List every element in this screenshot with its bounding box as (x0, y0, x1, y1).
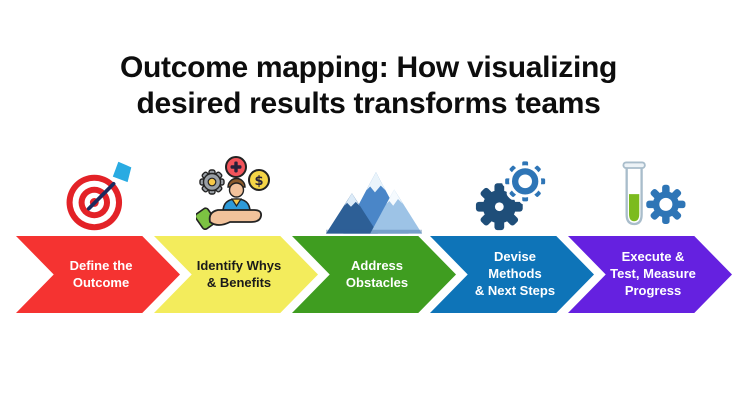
testtube-gear-icon (568, 150, 732, 234)
page-title: Outcome mapping: How visualizing desired… (119, 51, 618, 120)
step-label-4: Devise Methods & Next Steps (474, 249, 556, 298)
step-execute-test: Execute & Test, Measure Progress (568, 150, 732, 313)
step-label-2: Identify Whys & Benefits (196, 257, 282, 290)
step-label-3: Address Obstacles (345, 257, 409, 290)
target-dart-icon (16, 150, 180, 234)
gears-icon (430, 150, 594, 234)
step-label-1: Define the Outcome (69, 257, 133, 290)
svg-text:$: $ (254, 174, 263, 189)
chevron-arrow-1: Define the Outcome (16, 236, 180, 313)
step-address-obstacles: Address Obstacles (292, 150, 456, 313)
step-label-5: Execute & Test, Measure Progress (610, 249, 696, 298)
step-define-outcome: Define the Outcome (16, 150, 180, 313)
hand-benefits-icon: $ (154, 150, 318, 234)
step-devise-methods: Devise Methods & Next Steps (430, 150, 594, 313)
step-identify-whys: $ Identify Whys & Benefits (154, 150, 318, 313)
mountain-icon (292, 150, 456, 234)
chevron-arrow-5: Execute & Test, Measure Progress (568, 236, 732, 313)
